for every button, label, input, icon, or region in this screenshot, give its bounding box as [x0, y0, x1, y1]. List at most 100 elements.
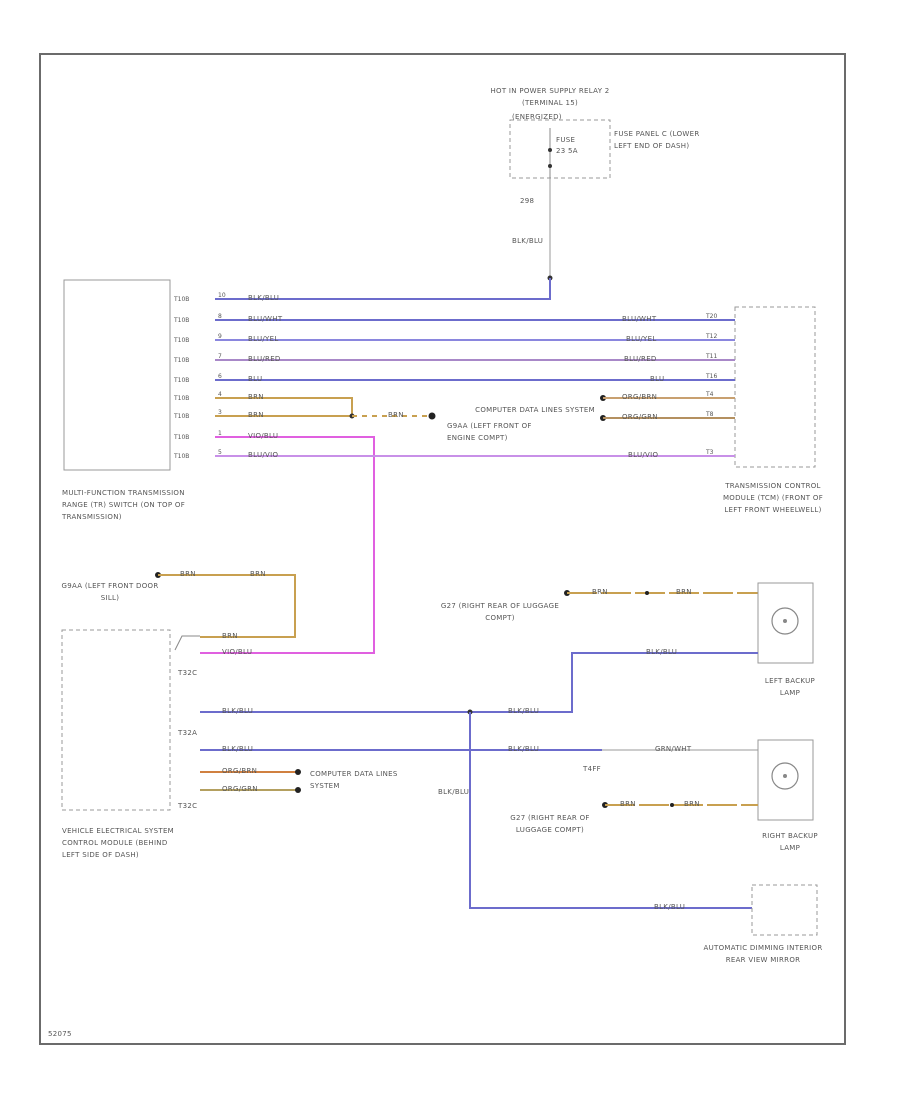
left-lamp-filament — [783, 619, 787, 623]
wire-vio-blu — [200, 436, 375, 654]
mfs-pin-number: 5 — [218, 449, 222, 456]
tcm-pin-number: T3 — [705, 449, 714, 456]
wire-tag-blk-blu-lamp: BLK/BLU — [646, 648, 678, 656]
wire-tag-org-brn-r: ORG/BRN — [622, 393, 658, 401]
mfs-connector-tag: T10B — [173, 377, 189, 384]
mirror-label: AUTOMATIC DIMMING INTERIOR REAR VIEW MIR… — [703, 944, 823, 964]
wire-tag-brn-door: BRN — [180, 570, 196, 578]
tcm-pin-number: T20 — [705, 313, 717, 320]
mfs-connector-tag: T10B — [173, 357, 189, 364]
t4ff-label: T4FF — [583, 765, 601, 773]
mfs-connector-labels: T10B10T10B8T10B9T10B7T10B6T10B4T10B3T10B… — [173, 292, 226, 460]
wire-tag-org-grn: ORG/GRN — [222, 785, 258, 793]
terminal-dot — [295, 787, 301, 793]
mirror-box — [751, 884, 818, 936]
t32a-label: T32A — [178, 729, 198, 737]
wire-tag-brn-1: BRN — [248, 393, 264, 401]
wire-tag-brn-door-2: BRN — [250, 570, 266, 578]
left-backup-lamp — [757, 582, 814, 664]
right-backup-lamp — [757, 739, 814, 821]
mfs-connector-tag: T10B — [173, 337, 189, 344]
wire-tag-brn-g27-2: BRN — [620, 800, 636, 808]
tcm-pin-number: T4 — [705, 391, 714, 398]
mfs-switch-box — [63, 279, 171, 471]
computer-data-label-1: COMPUTER DATA LINES SYSTEM — [475, 406, 595, 414]
vescm-label: VEHICLE ELECTRICAL SYSTEM CONTROL MODULE… — [62, 827, 175, 859]
wire-tag-blu-yel: BLU/YEL — [248, 335, 279, 343]
wire-tag-blk-blu-28: BLK/BLU — [222, 707, 254, 715]
ground-g9aa — [428, 412, 436, 420]
right-backup-label: RIGHT BACKUP LAMP — [762, 832, 818, 852]
fuse-box-header: (ENERGIZED) — [512, 113, 562, 121]
wire-tag-blk-blu-mirror: BLK/BLU — [654, 903, 686, 911]
mfs-pin-number: 9 — [218, 333, 222, 340]
wire-blk-blu-left-lamp — [470, 652, 758, 713]
wire-tag-blu-wht: BLU/WHT — [248, 315, 283, 323]
mfs-pin-number: 10 — [218, 292, 226, 299]
mfs-pin-number: 1 — [218, 430, 222, 437]
wire-tag-brn-g27-1b: BRN — [676, 588, 692, 596]
fuse-node — [548, 148, 552, 152]
fuse-inner-label: FUSE 23 5A — [556, 136, 578, 155]
wire-tag-brn-g27-2b: BRN — [684, 800, 700, 808]
mfs-connector-tag: T10B — [173, 317, 189, 324]
left-lamp-bulb-icon — [771, 607, 799, 635]
power-supply-label: HOT IN POWER SUPPLY RELAY 2 (TERMINAL 15… — [490, 87, 610, 107]
g9aa-label: G9AA (LEFT FRONT OF ENGINE COMPT) — [447, 422, 532, 442]
wire-tag-blu-vio: BLU/VIO — [248, 451, 279, 459]
wire-tag-brn-sw: BRN — [222, 632, 238, 640]
wire-tag-grn-wht: GRN/WHT — [655, 745, 692, 753]
mfs-pin-number: 4 — [218, 391, 222, 398]
wire-tag-brn-g9aa: BRN — [388, 411, 404, 419]
tcm-box — [734, 306, 816, 468]
wire-tag-blu-vio-r: BLU/VIO — [628, 451, 659, 459]
g27-label-2: G27 (RIGHT REAR OF LUGGAGE COMPT) — [510, 814, 590, 834]
mfs-connector-tag: T10B — [173, 296, 189, 303]
wire-brn-1 — [215, 397, 353, 414]
vescm-box — [61, 629, 171, 811]
g27-label-1: G27 (RIGHT REAR OF LUGGAGE COMPT) — [440, 602, 560, 622]
tcm-pin-number: T8 — [705, 411, 714, 418]
wire-blk-blu-mirror — [469, 712, 752, 909]
t32c-label-2: T32C — [178, 802, 198, 810]
tcm-pin-number: T16 — [705, 373, 717, 380]
wire-tag-blu-yel-r: BLU/YEL — [626, 335, 657, 343]
wire-tag-blu: BLU — [248, 375, 263, 383]
fuse-node — [548, 164, 552, 168]
terminal-dot — [295, 769, 301, 775]
wire-tag-blu-r: BLU — [650, 375, 665, 383]
mfs-pin-number: 8 — [218, 313, 222, 320]
wire-tag-blk-blu: BLK/BLU — [248, 294, 280, 302]
tcm-label: TRANSMISSION CONTROL MODULE (TCM) (FRONT… — [722, 482, 824, 514]
g9aa-door-label: G9AA (LEFT FRONT DOOR SILL) — [61, 582, 159, 602]
wire-tag-vio-blu-2: VIO/BLU — [222, 648, 253, 656]
left-backup-label: LEFT BACKUP LAMP — [764, 677, 816, 697]
mfs-pin-number: 7 — [218, 353, 222, 360]
wire-tag-brn-g27-1: BRN — [592, 588, 608, 596]
mfs-connector-tag: T10B — [173, 453, 189, 460]
switch-contact — [174, 635, 200, 651]
splice-node — [645, 591, 649, 595]
mfs-connector-tag: T10B — [173, 395, 189, 402]
tcm-pin-number: T12 — [705, 333, 717, 340]
wire-blk-blu-label: BLK/BLU — [512, 237, 544, 245]
wire-tag-brn-2: BRN — [248, 411, 264, 419]
diagram-border — [39, 53, 846, 1045]
footer-code: 52075 — [48, 1030, 72, 1038]
mfs-connector-tag: T10B — [173, 434, 189, 441]
wire-tag-org-grn-r: ORG/GRN — [622, 413, 658, 421]
computer-data-label-2: COMPUTER DATA LINES SYSTEM — [310, 770, 398, 790]
tcm-pin-number: T11 — [705, 353, 717, 360]
right-lamp-filament — [783, 774, 787, 778]
wire-tag-org-brn: ORG/BRN — [222, 767, 258, 775]
mfs-switch-label: MULTI-FUNCTION TRANSMISSION RANGE (TR) S… — [62, 489, 186, 521]
vertical-blk-blu-label: BLK/BLU — [438, 788, 470, 796]
wire-tag-blu-red: BLU/RED — [248, 355, 281, 363]
wire-tag-blu-red-r: BLU/RED — [624, 355, 657, 363]
t32c-label-1: T32C — [178, 669, 198, 677]
fuse-box — [509, 119, 611, 179]
mfs-pin-number: 3 — [218, 409, 222, 416]
wire-tag-blk-blu-30r: BLK/BLU — [508, 745, 540, 753]
